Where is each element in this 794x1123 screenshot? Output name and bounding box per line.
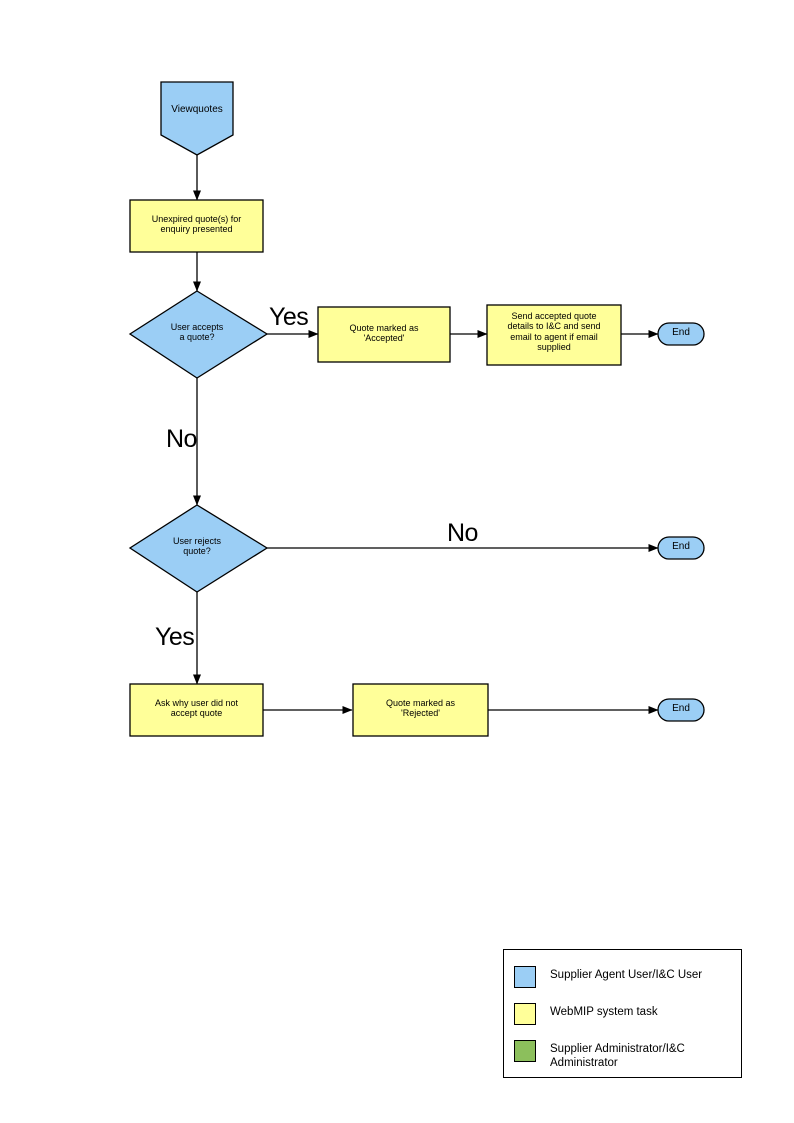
legend-label-supplier-admin: Supplier Administrator/I&C Administrator [550,1043,685,1070]
legend-item-supplier-agent: Supplier Agent User/I&C User [514,966,734,988]
node-decision-user-rejects[interactable] [128,504,269,593]
branch-label-rejects-no: No [447,519,478,547]
node-unexpired-quotes[interactable] [129,199,264,253]
node-end-no-action[interactable] [657,536,705,560]
legend-item-supplier-admin: Supplier Administrator/I&C Administrator [514,1040,734,1071]
node-end-accepted[interactable] [657,322,705,346]
branch-label-accepts-yes: Yes [269,303,309,331]
legend-swatch-green-icon [514,1040,536,1062]
branch-label-rejects-yes: Yes [155,623,195,651]
node-send-accepted-details[interactable] [486,304,622,366]
node-quote-marked-accepted[interactable] [317,306,451,363]
node-end-rejected[interactable] [657,698,705,722]
legend-label-webmip: WebMIP system task [550,1006,658,1018]
legend-panel: Supplier Agent User/I&C User WebMIP syst… [503,949,742,1078]
node-quote-marked-rejected[interactable] [352,683,489,737]
legend-swatch-yellow-icon [514,1003,536,1025]
legend-item-webmip: WebMIP system task [514,1003,734,1025]
branch-label-accepts-no: No [166,425,197,453]
node-ask-why-not-accepted[interactable] [129,683,264,737]
legend-label-supplier-agent: Supplier Agent User/I&C User [550,969,703,981]
node-decision-user-accepts[interactable] [128,290,269,379]
node-start-viewquotes[interactable] [160,81,234,156]
legend-swatch-blue-icon [514,966,536,988]
